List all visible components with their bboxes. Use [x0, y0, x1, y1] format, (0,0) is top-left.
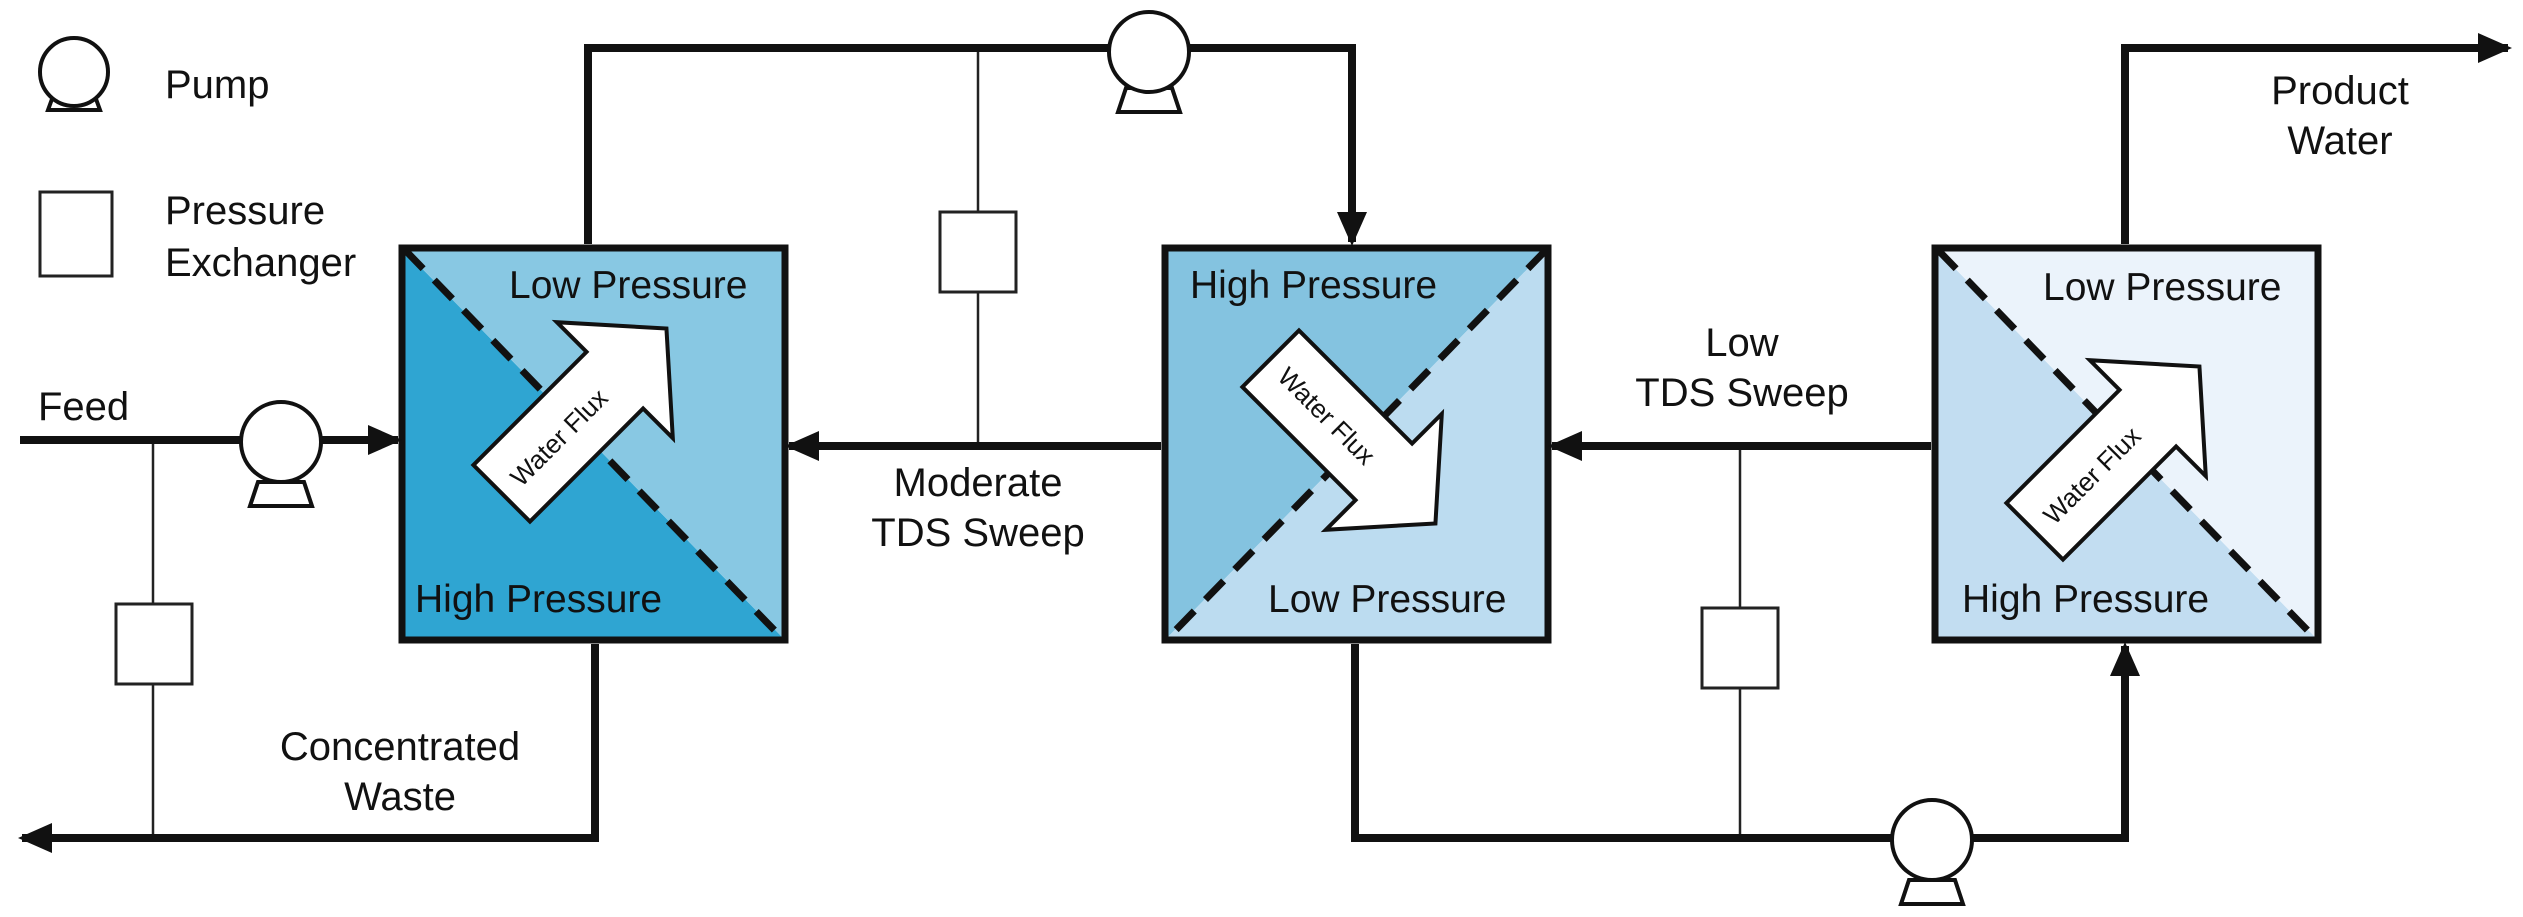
- legend: Pump Pressure Exchanger: [38, 36, 356, 285]
- unit2-water-flux-arrow: Water Flux: [1239, 327, 1445, 533]
- product-water-pipe: [2121, 33, 2512, 244]
- pressure-exchanger-right: [1700, 450, 1780, 834]
- unit3-frame: [1931, 244, 2322, 644]
- feed-pump-icon: [239, 400, 323, 508]
- unit2-bottom-label: Low Pressure: [1268, 578, 1506, 621]
- waste-pipe: [18, 644, 599, 853]
- waste-label-line2: Waste: [344, 775, 456, 819]
- product-water-label-line2: Water: [2287, 119, 2392, 163]
- low-sweep-label-line1: Low: [1705, 321, 1778, 365]
- membrane-unit-3: Low Pressure High Pressure Water Flux: [1931, 244, 2322, 644]
- legend-exchanger-label-line2: Exchanger: [165, 241, 356, 285]
- legend-pump-label: Pump: [165, 63, 270, 107]
- top-pump-icon: [1107, 10, 1191, 114]
- membrane-unit-1: Low Pressure High Pressure Water Flux: [398, 244, 789, 644]
- recycle-pipe-bottom: [1351, 642, 2140, 842]
- product-water-label-line1: Product: [2271, 69, 2409, 113]
- unit1-top-label: Low Pressure: [509, 264, 747, 307]
- pipes: [18, 33, 2512, 853]
- low-sweep-label-line2: TDS Sweep: [1635, 371, 1848, 415]
- flow-labels: Feed Concentrated Waste Moderate TDS Swe…: [38, 69, 2409, 819]
- unit2-top-label: High Pressure: [1190, 264, 1437, 307]
- legend-exchanger-label-line1: Pressure: [165, 189, 325, 233]
- moderate-sweep-label-line1: Moderate: [894, 461, 1063, 505]
- pressure-exchanger-left: [114, 444, 194, 834]
- unit1-bottom-label: High Pressure: [415, 578, 662, 621]
- legend-pump-icon: [38, 36, 110, 112]
- waste-label-line1: Concentrated: [280, 725, 520, 769]
- unit3-top-label: Low Pressure: [2043, 266, 2281, 309]
- bottom-pump-icon: [1890, 798, 1974, 906]
- recycle-pipe-top: [584, 44, 1367, 246]
- pressure-exchanger-middle: [938, 52, 1018, 442]
- membrane-unit-2: High Pressure Low Pressure Water Flux: [1161, 244, 1552, 644]
- unit3-bottom-label: High Pressure: [1962, 578, 2209, 621]
- feed-label: Feed: [38, 385, 129, 429]
- moderate-sweep-label-line2: TDS Sweep: [871, 511, 1084, 555]
- legend-pressure-exchanger-icon: [38, 190, 114, 278]
